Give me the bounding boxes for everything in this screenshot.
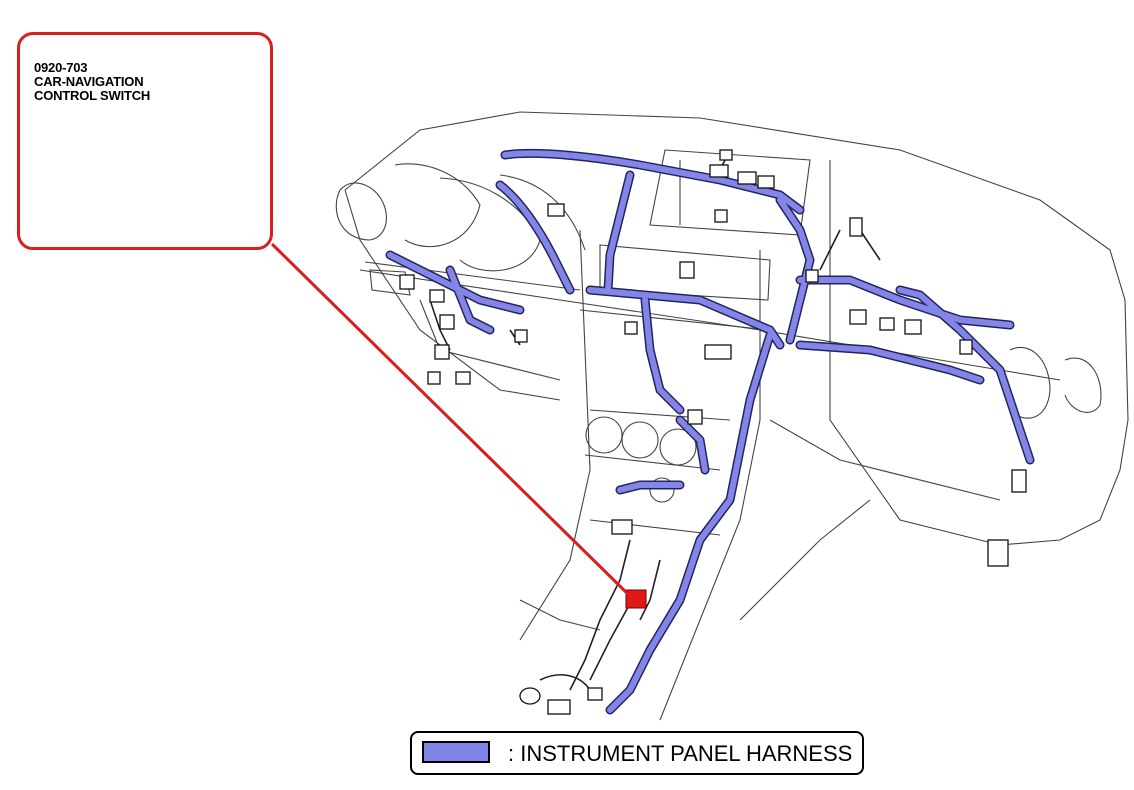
connector-name-line-2: CONTROL SWITCH [34,88,151,103]
legend-label: : INSTRUMENT PANEL HARNESS [508,741,853,766]
dashboard-outline [335,111,1129,721]
callout-leader-line [270,242,632,598]
connectors [399,149,1027,715]
thin-wires [429,149,881,691]
connector-callout: 0920-703 CAR-NAVIGATION CONTROL SWITCH [17,32,273,250]
highlighted-connector [625,589,647,609]
legend-swatch [422,741,490,763]
instrument-panel-harness [385,148,1035,715]
connector-part-number: 0920-703 [34,60,88,75]
connector-name-line-1: CAR-NAVIGATION [34,74,144,89]
